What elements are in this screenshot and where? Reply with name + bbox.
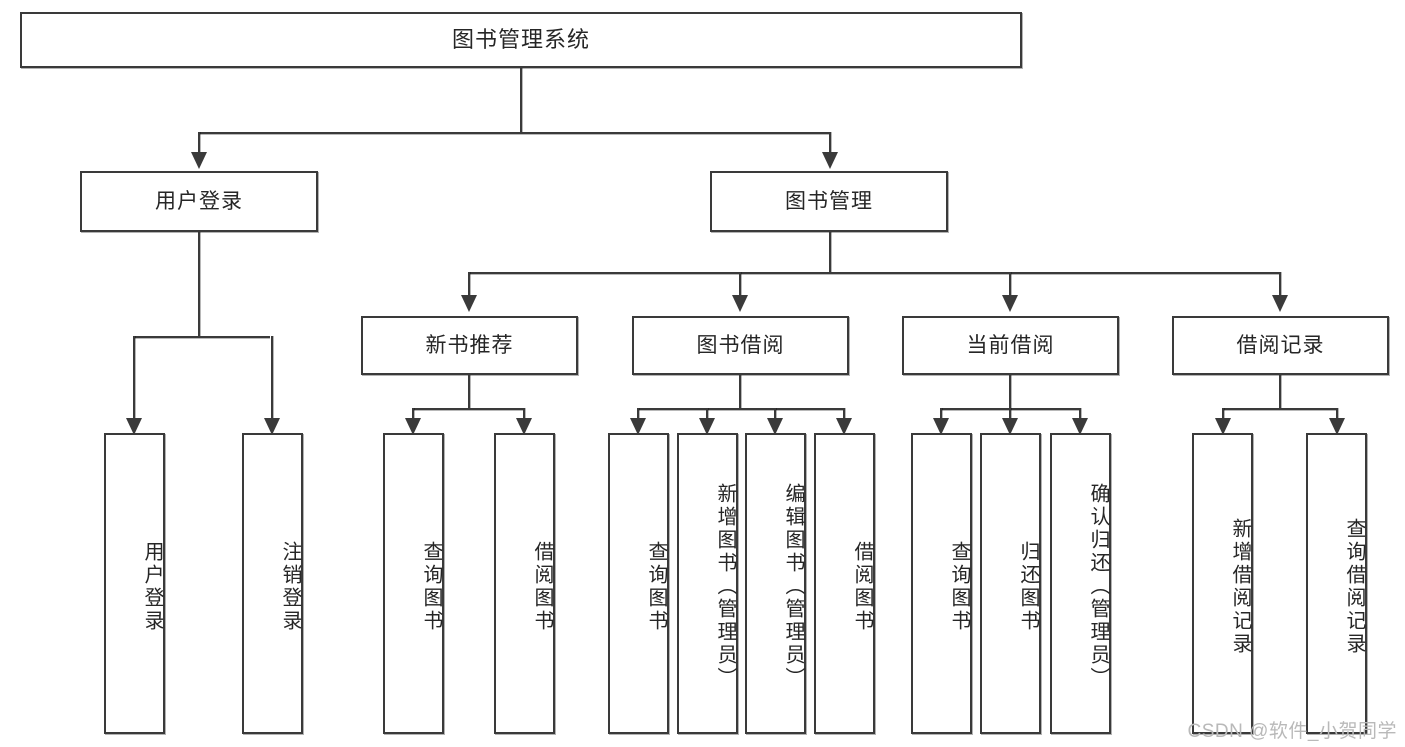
connector-book-mgmt-bus (468, 272, 1280, 274)
node-book-borrow[interactable]: 图书借阅 (632, 316, 849, 375)
arrowhead-book-borrow-leaf-4 (836, 418, 852, 435)
leaf-book-borrow-query-book[interactable]: 查询图书 (608, 433, 669, 734)
node-user-login[interactable]: 用户登录 (80, 171, 318, 232)
connector-book-mgmt-drop-1 (468, 272, 470, 296)
node-label: 借阅图书 (531, 540, 553, 633)
node-label: 用户登录 (141, 540, 163, 633)
node-current-borrow[interactable]: 当前借阅 (902, 316, 1119, 375)
connector-book-mgmt-drop-2 (739, 272, 741, 296)
node-new-book-recommend[interactable]: 新书推荐 (361, 316, 578, 375)
connector-new-book-drop-2 (523, 408, 525, 420)
connector-book-borrow-drop-3 (774, 408, 776, 420)
arrowhead-to-book-borrow (732, 295, 748, 312)
arrowhead-new-book-leaf-2 (516, 418, 532, 435)
arrowhead-borrow-record-leaf-1 (1215, 418, 1231, 435)
node-label: 图书管理 (785, 189, 873, 213)
arrowhead-user-login-leaf-2 (264, 418, 280, 435)
node-label: 图书借阅 (696, 333, 785, 357)
arrowhead-new-book-leaf-1 (405, 418, 421, 435)
node-borrow-record[interactable]: 借阅记录 (1172, 316, 1389, 375)
connector-user-login-bus (133, 336, 270, 338)
connector-root-drop-user (198, 132, 200, 154)
connector-book-borrow-bus (637, 408, 843, 410)
connector-root-drop-book (829, 132, 831, 154)
arrowhead-current-borrow-leaf-2 (1002, 418, 1018, 435)
connector-root-stem (520, 68, 522, 132)
connector-book-borrow-drop-4 (843, 408, 845, 420)
node-label: 查询图书 (420, 540, 442, 633)
connector-user-login-drop-1 (133, 336, 135, 420)
node-label: 查询图书 (645, 540, 667, 633)
arrowhead-to-current-borrow (1002, 295, 1018, 312)
arrowhead-book-borrow-leaf-1 (630, 418, 646, 435)
connector-root-bus (198, 132, 830, 134)
node-label: 用户登录 (155, 189, 243, 213)
node-root-system[interactable]: 图书管理系统 (20, 12, 1022, 68)
arrowhead-user-login-leaf-1 (126, 418, 142, 435)
arrowhead-book-borrow-leaf-2 (699, 418, 715, 435)
connector-book-mgmt-stem (829, 232, 831, 274)
connector-new-book-bus (412, 408, 524, 410)
leaf-new-book-borrow-book[interactable]: 借阅图书 (494, 433, 555, 734)
leaf-user-login-logout[interactable]: 注销登录 (242, 433, 303, 734)
connector-current-borrow-stem (1009, 375, 1011, 410)
node-label: 借阅图书 (851, 540, 873, 633)
arrowhead-to-borrow-record (1272, 295, 1288, 312)
connector-book-borrow-drop-1 (637, 408, 639, 420)
node-label: 查询借阅记录 (1343, 517, 1365, 656)
connector-book-borrow-drop-2 (706, 408, 708, 420)
arrowhead-to-new-book-recommend (461, 295, 477, 312)
connector-book-borrow-stem (739, 375, 741, 410)
leaf-book-borrow-borrow-book[interactable]: 借阅图书 (814, 433, 875, 734)
connector-new-book-stem (468, 375, 470, 410)
node-label: 借阅记录 (1236, 333, 1325, 357)
connector-book-mgmt-drop-4 (1279, 272, 1281, 296)
leaf-book-borrow-edit-book[interactable]: 编辑图书（管理员） (745, 433, 806, 734)
node-label: 确认归还（管理员） (1087, 483, 1109, 690)
connector-borrow-record-drop-2 (1336, 408, 1338, 420)
arrowhead-root-to-book-mgmt (822, 152, 838, 169)
connector-user-login-stem (198, 232, 200, 337)
leaf-current-borrow-return-book[interactable]: 归还图书 (980, 433, 1041, 734)
arrowhead-current-borrow-leaf-3 (1072, 418, 1088, 435)
node-label: 新书推荐 (425, 333, 514, 357)
connector-borrow-record-bus (1222, 408, 1337, 410)
connector-current-borrow-drop-2 (1009, 408, 1011, 420)
connector-book-mgmt-drop-3 (1009, 272, 1011, 296)
arrowhead-root-to-user-login (191, 152, 207, 169)
connector-borrow-record-stem (1279, 375, 1281, 410)
node-label: 注销登录 (279, 540, 301, 633)
leaf-current-borrow-confirm-return[interactable]: 确认归还（管理员） (1050, 433, 1111, 734)
node-label: 当前借阅 (966, 333, 1055, 357)
connector-user-login-drop-2 (271, 336, 273, 420)
node-label: 新增借阅记录 (1229, 517, 1251, 656)
node-label: 新增图书（管理员） (714, 483, 736, 690)
node-label: 归还图书 (1017, 540, 1039, 633)
node-label: 查询图书 (948, 540, 970, 633)
leaf-user-login-login[interactable]: 用户登录 (104, 433, 165, 734)
arrowhead-book-borrow-leaf-3 (767, 418, 783, 435)
arrowhead-borrow-record-leaf-2 (1329, 418, 1345, 435)
node-label: 编辑图书（管理员） (782, 483, 804, 690)
connector-borrow-record-drop-1 (1222, 408, 1224, 420)
connector-new-book-drop-1 (412, 408, 414, 420)
leaf-book-borrow-add-book[interactable]: 新增图书（管理员） (677, 433, 738, 734)
node-label: 图书管理系统 (451, 26, 590, 52)
leaf-new-book-query-book[interactable]: 查询图书 (383, 433, 444, 734)
leaf-borrow-record-add-record[interactable]: 新增借阅记录 (1192, 433, 1253, 734)
leaf-borrow-record-query-record[interactable]: 查询借阅记录 (1306, 433, 1367, 734)
arrowhead-current-borrow-leaf-1 (933, 418, 949, 435)
connector-current-borrow-drop-1 (940, 408, 942, 420)
connector-current-borrow-drop-3 (1079, 408, 1081, 420)
leaf-current-borrow-query-book[interactable]: 查询图书 (911, 433, 972, 734)
node-book-management[interactable]: 图书管理 (710, 171, 948, 232)
